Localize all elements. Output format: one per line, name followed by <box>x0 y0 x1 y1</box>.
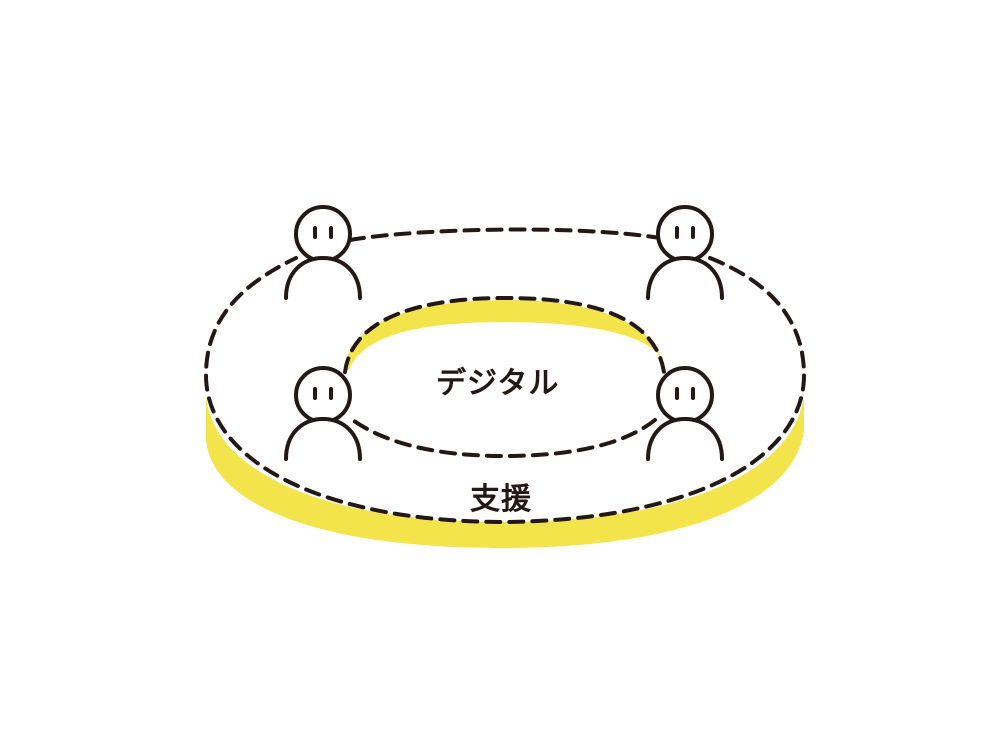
inner-dashed-ring <box>343 295 666 459</box>
inner-label: デジタル <box>436 366 560 401</box>
person-icon <box>646 205 724 300</box>
person-icon <box>646 366 724 461</box>
outer-yellow-band <box>206 395 804 548</box>
person-icon <box>284 205 362 300</box>
person-icon <box>284 366 362 461</box>
inner-yellow-band <box>345 300 664 370</box>
outer-dashed-ring <box>203 227 807 525</box>
outer-label: 支援 <box>470 482 532 517</box>
